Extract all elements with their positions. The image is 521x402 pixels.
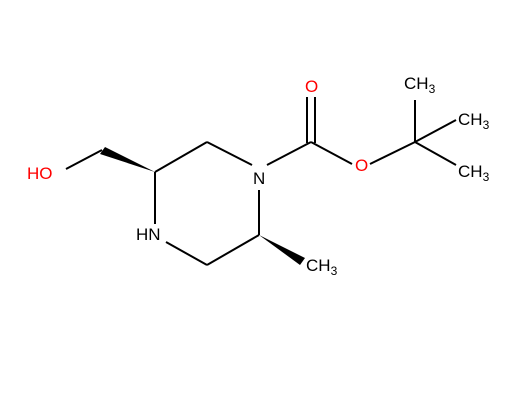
bond-quaternary-c-ch3-lower-right — [414, 141, 457, 166]
bond-n1-carbonyl-c — [266, 141, 312, 166]
bond-c3-c2 — [154, 141, 208, 173]
label-ch3-top-sub: 3 — [429, 82, 436, 96]
label-nh: HN — [136, 225, 161, 244]
wedge-bond-c3-ch2oh — [100, 147, 155, 172]
bond-carbonyl-c-o-ester — [310, 141, 353, 165]
label-ch3-lower-right-sub: 3 — [483, 170, 490, 184]
bond-c2-n1 — [206, 141, 253, 166]
bond-c6-c5 — [206, 234, 260, 266]
label-o-carbonyl: O — [305, 77, 318, 96]
bond-quaternary-c-ch3-upper-right — [414, 119, 457, 143]
bond-c5-n4 — [165, 241, 208, 266]
label-ch3-lower-right: CH3 — [458, 162, 490, 184]
label-o-ester: O — [355, 156, 368, 175]
bond-o-ester-quaternary-c — [369, 141, 416, 165]
label-ch3-lower-right-main: CH — [458, 162, 483, 181]
label-ch3-ring: CH3 — [306, 256, 338, 278]
label-ho: HO — [27, 164, 53, 183]
label-ch3-top: CH3 — [404, 74, 436, 96]
wedge-bond-c6-ch3 — [259, 235, 305, 265]
label-ch3-ring-main: CH — [306, 256, 331, 275]
label-ch3-upper-right-main: CH — [458, 110, 483, 129]
label-ch3-upper-right-sub: 3 — [483, 118, 490, 132]
label-n1: N — [253, 169, 265, 188]
label-ch3-ring-sub: 3 — [331, 264, 338, 278]
bond-ch2-oh — [65, 149, 103, 170]
label-ch3-top-main: CH — [404, 74, 429, 93]
label-ch3-upper-right: CH3 — [458, 110, 490, 132]
